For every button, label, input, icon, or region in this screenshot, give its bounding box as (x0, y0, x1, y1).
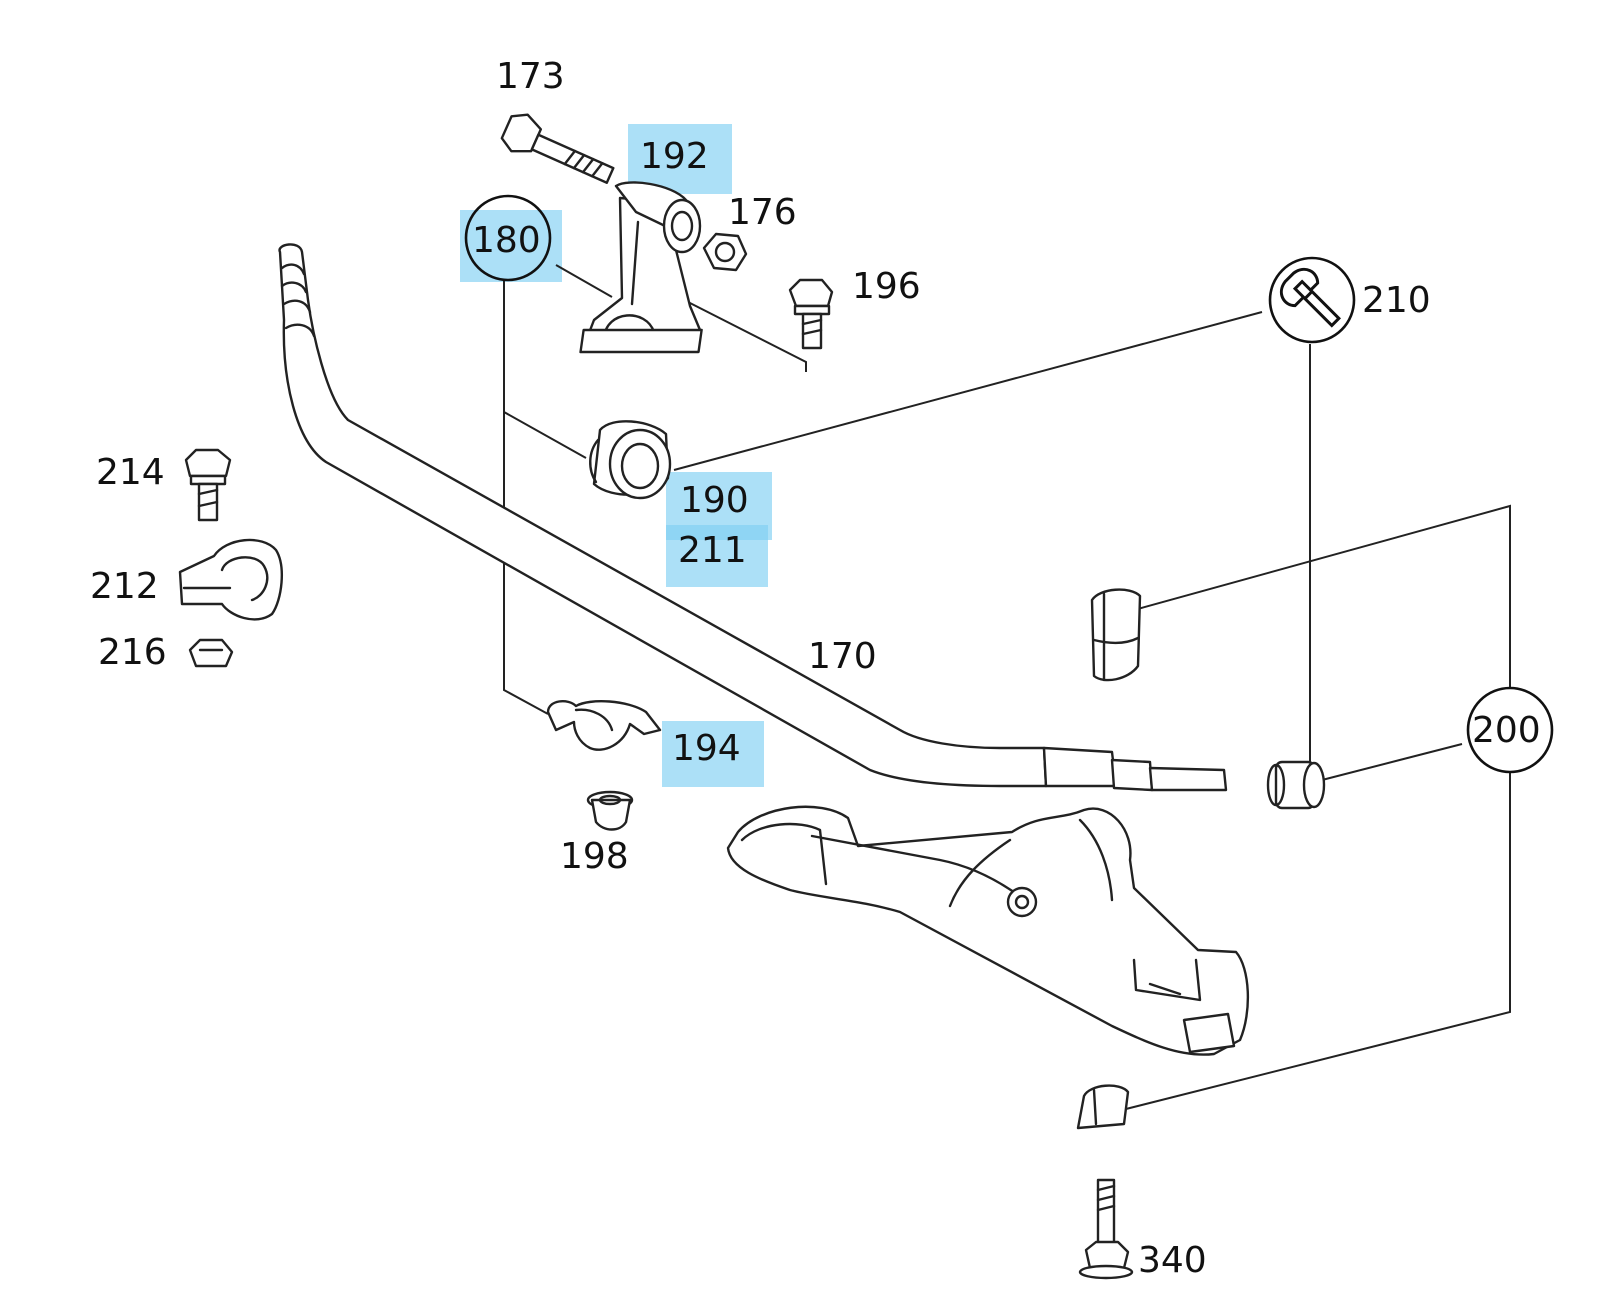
highlights (460, 124, 772, 787)
wrench-icon (1280, 268, 1341, 328)
label-211: 211 (678, 530, 747, 571)
leader-210-to-bushing (673, 311, 1263, 471)
label-194: 194 (672, 728, 741, 769)
label-212: 212 (90, 566, 159, 607)
nut-216-icon (188, 638, 234, 668)
clamp-194-icon (546, 700, 662, 751)
highlight-194 (662, 721, 764, 787)
bracket-192-icon (579, 181, 703, 354)
nut-176-icon (702, 232, 748, 272)
label-210: 210 (1362, 280, 1431, 321)
bushing-half-200-lower-icon (1076, 1084, 1130, 1130)
bushing-half-200-upper-icon (1090, 588, 1142, 682)
bolt-340-icon (1078, 1178, 1134, 1280)
highlight-211 (666, 525, 768, 587)
control-arm-icon (726, 805, 1250, 1056)
leader-180-to-clamp (555, 264, 613, 298)
label-214: 214 (96, 452, 165, 493)
callout-circle-180 (464, 194, 552, 282)
clamp-212-icon (178, 538, 283, 621)
leader-180-down (503, 280, 549, 715)
part-labels: 173 192 176 180 196 210 214 190 211 212 … (90, 56, 1541, 1281)
label-180: 180 (472, 220, 541, 261)
label-340: 340 (1138, 1240, 1207, 1281)
label-192: 192 (640, 136, 709, 177)
callout-circle-200 (1466, 686, 1554, 774)
label-200: 200 (1472, 710, 1541, 751)
highlight-180 (460, 210, 562, 282)
link-bushing-200-icon (1266, 760, 1326, 810)
bushing-190-icon (589, 420, 672, 500)
leader-lines (503, 264, 1511, 1113)
label-216: 216 (98, 632, 167, 673)
label-190: 190 (680, 480, 749, 521)
label-196: 196 (852, 266, 921, 307)
grommet-198-icon (586, 790, 634, 831)
bolt-173-icon (500, 113, 615, 184)
label-198: 198 (560, 836, 629, 877)
label-176: 176 (728, 192, 797, 233)
bolt-196-icon (788, 278, 834, 350)
leader-180-to-bushing (503, 411, 587, 459)
label-170: 170 (808, 636, 877, 677)
label-173: 173 (496, 56, 565, 97)
leader-192-196 (687, 301, 807, 372)
leader-200-to-link-bushing (1321, 743, 1463, 781)
bolt-214-icon (184, 448, 232, 522)
stabilizer-bar-170-icon (278, 243, 1228, 792)
